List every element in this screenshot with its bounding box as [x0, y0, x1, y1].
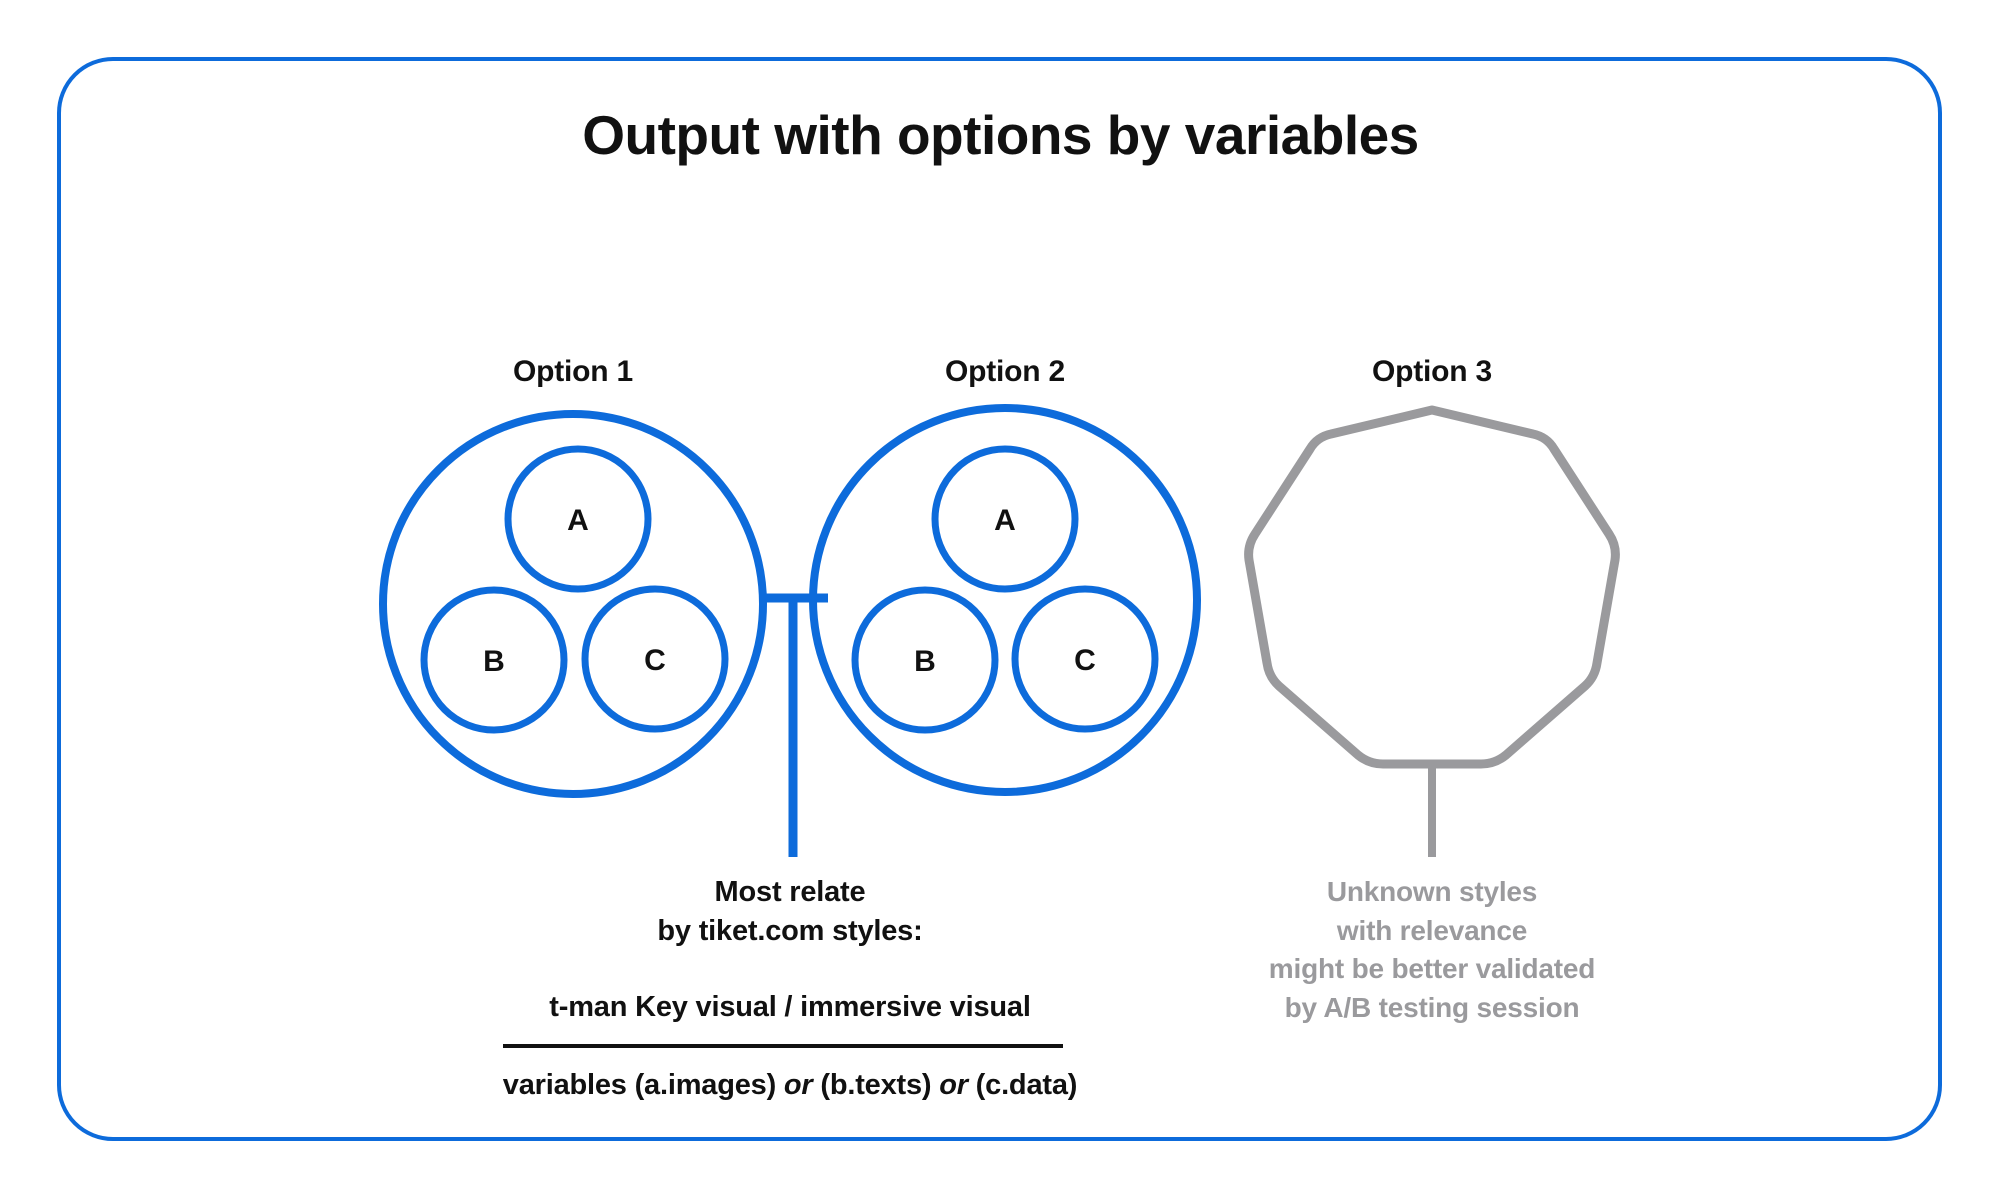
variables-prefix: variables (a.images) [502, 1069, 784, 1101]
blue-caption-style-name: t-man Key visual / immersive visual [549, 991, 1031, 1023]
variables-or-2: or [939, 1069, 968, 1101]
option-1-node-b-letter: B [483, 645, 505, 678]
option-1-node-c-letter: C [644, 644, 666, 677]
option-1-outer-circle[interactable] [379, 410, 767, 798]
option-1-node-b-circle[interactable] [420, 586, 568, 734]
option-1-node-a-letter: A [567, 504, 589, 537]
option-2-node-a-circle[interactable] [931, 445, 1079, 593]
option-2-node-b-circle[interactable] [851, 586, 999, 734]
gray-caption-line-2: with relevance [1336, 914, 1528, 946]
option-1-node-c-circle[interactable] [581, 585, 729, 733]
option-1-label: Option 1 [512, 355, 634, 388]
option-3-label: Option 3 [1371, 355, 1493, 388]
variables-or-1: or [783, 1069, 813, 1101]
blue-caption-line-2: by tiket.com styles: [657, 915, 923, 948]
option-2-label: Option 2 [944, 355, 1066, 388]
variables-suffix: (c.data) [967, 1069, 1078, 1101]
variables-mid: (b.texts) [812, 1069, 940, 1101]
gray-caption-line-4: by A/B testing session [1284, 991, 1580, 1023]
option-2-node-b-letter: B [914, 645, 936, 678]
slide-frame-border [57, 57, 1942, 1141]
option-2-node-a-letter: A [994, 504, 1016, 537]
option-2-node-c-circle[interactable] [1011, 585, 1159, 733]
gray-caption-block: Unknown styles with relevance might be b… [1268, 873, 1596, 1028]
option-connector [762, 593, 828, 857]
page-title: Output with options by variables [582, 104, 1419, 166]
gray-caption-line-1: Unknown styles [1326, 876, 1538, 907]
option-1-node-a-circle[interactable] [504, 445, 652, 593]
blue-caption-variables: variables (a.images) or (b.texts) or (c.… [502, 1068, 1078, 1103]
option-2-node-c-letter: C [1074, 644, 1096, 677]
option-2-group[interactable] [809, 404, 1201, 796]
blue-caption-line-1: Most relate [714, 876, 866, 908]
option-3-polygon[interactable] [1244, 405, 1620, 769]
blue-caption-heading: Most relate by tiket.com styles: [657, 873, 922, 951]
caption-divider-rule [503, 1044, 1063, 1048]
option-3-group[interactable] [1244, 405, 1620, 857]
gray-caption-line-3: might be better validated [1268, 953, 1596, 985]
option-1-group[interactable] [379, 410, 767, 798]
